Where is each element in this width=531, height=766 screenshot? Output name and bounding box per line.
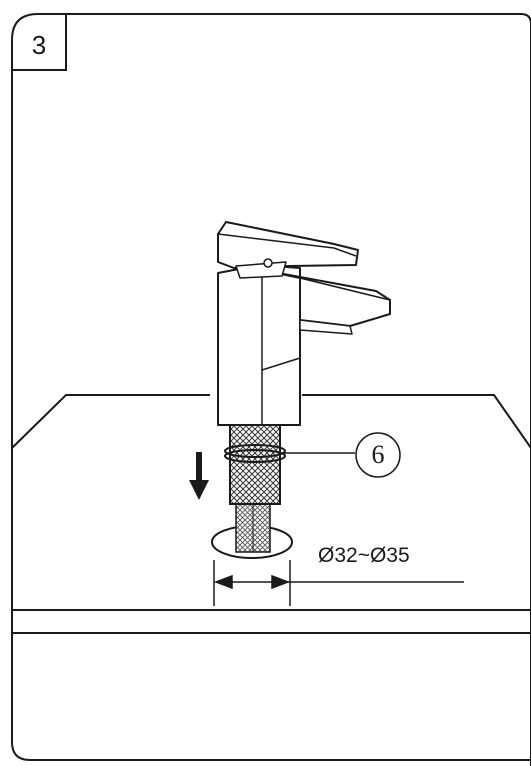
step-number: 3 [31, 29, 47, 60]
threaded-shank [229, 423, 281, 505]
part-callout [282, 432, 401, 478]
down-arrow-icon [189, 452, 209, 500]
part-number-circle [355, 432, 401, 478]
supply-hoses [235, 499, 271, 553]
diameter-label: Ø32~Ø35 [318, 544, 410, 567]
countertop [11, 394, 531, 634]
panel-frame [11, 13, 531, 766]
faucet-body [217, 264, 301, 426]
faucet-handle [217, 221, 359, 269]
o-ring [224, 444, 286, 463]
step-number-box [12, 14, 67, 71]
faucet-spout [261, 269, 391, 327]
part-number-label: 6 [371, 440, 385, 469]
diameter-dimension [213, 560, 464, 606]
faucet [217, 221, 391, 426]
